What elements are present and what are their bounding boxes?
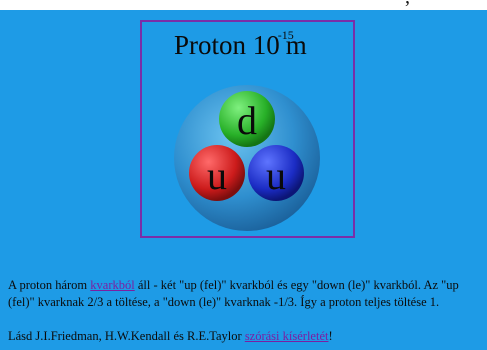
top-fragment-text: , [405, 0, 410, 7]
proton-description: A proton három kvarkból áll - két "up (f… [8, 277, 487, 311]
proton-title-text: Proton 10 [174, 30, 280, 60]
quark-u-blue-sphere [248, 145, 304, 201]
quark-d-sphere [219, 91, 275, 147]
caption-text-1: A proton három [8, 278, 91, 292]
quark-u-red-sphere [189, 145, 245, 201]
proton-title-unit: m [285, 30, 307, 60]
proton-figure-frame [140, 20, 355, 238]
top-frame-strip: , [0, 0, 487, 10]
proton-diagram: d u u [174, 85, 320, 231]
reference-line: Lásd J.I.Friedman, H.W.Kendall és R.E.Ta… [8, 328, 487, 345]
quark-u-red-label: u [207, 153, 227, 198]
proton-title: Proton 10-15m [174, 28, 307, 61]
caption-text-2: áll - két "up (fel)" kvarkból és egy "do… [8, 278, 459, 309]
quark-u-blue-label: u [266, 153, 286, 198]
link-kvarkbol[interactable]: kvarkból [90, 278, 135, 292]
proton-title-exponent: -15 [277, 28, 294, 42]
quark-d-label: d [237, 98, 257, 143]
reference-text-1: Lásd J.I.Friedman, H.W.Kendall és R.E.Ta… [8, 329, 245, 343]
link-szorasi-kiserletet[interactable]: szórási kísérletét [244, 329, 329, 343]
reference-text-2: ! [328, 329, 333, 343]
